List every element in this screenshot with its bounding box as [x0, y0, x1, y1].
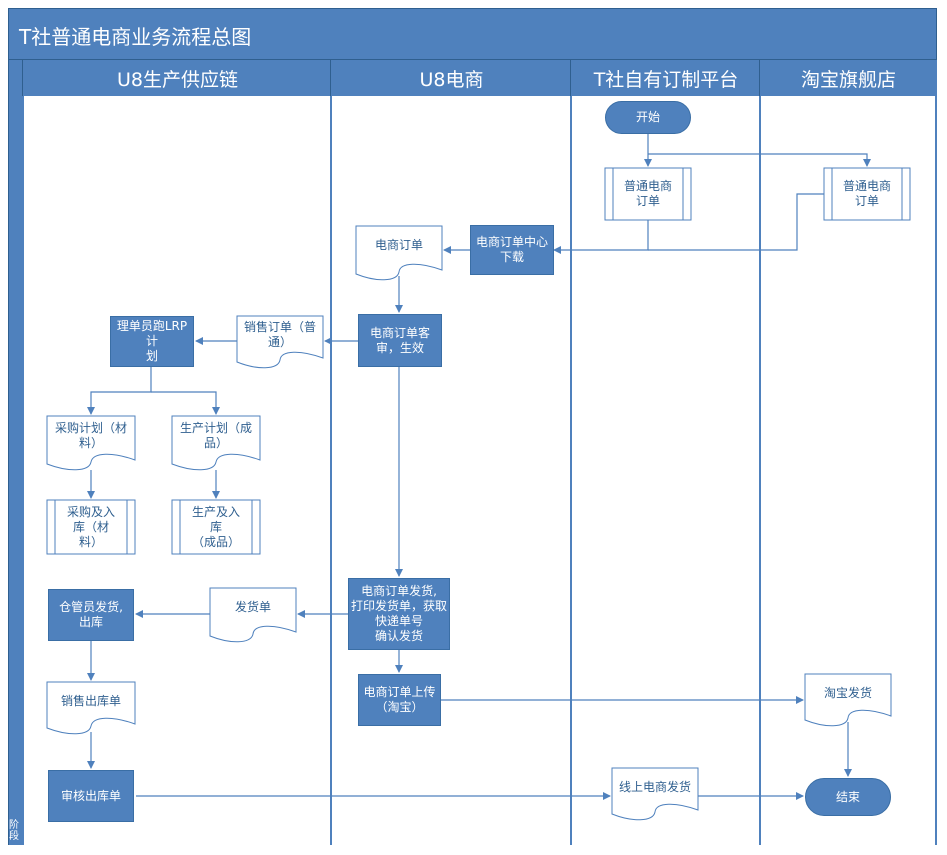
shape-purchase-plan-doc — [46, 415, 136, 471]
shape-sales-order-doc — [236, 315, 324, 369]
node-tb-order: 普通电商订单 — [842, 179, 891, 208]
lane-u8-ecommerce — [330, 96, 572, 845]
node-audit-out: 审核出库单 — [48, 770, 134, 822]
shape-ec-order-doc — [355, 225, 443, 281]
node-order-download: 电商订单中心下载 — [470, 225, 554, 275]
shape-tb-order — [823, 167, 911, 221]
node-order-upload: 电商订单上传（淘宝） — [358, 674, 441, 726]
shape-online-ship-doc — [611, 767, 699, 821]
node-warehouse-ship: 仓管员发货,出库 — [48, 589, 134, 641]
diagram-title: T社普通电商业务流程总图 — [19, 25, 252, 49]
lane-header-t-platform: T社自有订制平台 — [570, 60, 761, 96]
node-online-ship: 线上电商发货 — [618, 779, 691, 794]
node-production-plan: 生产计划（成品） — [179, 421, 252, 450]
title-bar: T社普通电商业务流程总图 — [8, 8, 937, 60]
edge-lrp-to-plans — [87, 367, 152, 415]
node-purchase-in: 采购及入库（材料） — [66, 504, 115, 549]
node-production-in: 生产及入库（成品） — [191, 504, 240, 549]
node-ship-doc: 发货单 — [234, 599, 271, 614]
lane-header-taobao: 淘宝旗舰店 — [759, 60, 937, 96]
node-taobao-ship: 淘宝发货 — [823, 685, 872, 700]
node-t-order: 普通电商订单 — [623, 179, 672, 208]
lane-taobao — [759, 96, 937, 845]
lane-t-platform — [570, 96, 761, 845]
shape-sales-out-doc — [46, 681, 136, 735]
node-ship-process: 电商订单发货,打印发货单，获取快递单号确认发货 — [348, 578, 450, 650]
phase-label: 阶段 — [9, 820, 19, 842]
edge-lrp-to-production-plan — [151, 391, 220, 415]
shape-production-plan-doc — [171, 415, 261, 471]
lane-header-u8-supply-chain: U8生产供应链 — [22, 60, 332, 96]
phase-side-bar — [8, 60, 22, 845]
lane-header-u8-ecommerce: U8电商 — [330, 60, 572, 96]
shape-taobao-ship-doc — [804, 673, 892, 727]
edge-t-order-to-download — [553, 220, 649, 254]
shape-purchase-in — [46, 499, 136, 555]
node-end: 结束 — [805, 778, 891, 816]
shape-ship-doc — [209, 587, 297, 643]
node-sales-out-doc: 销售出库单 — [60, 693, 121, 708]
node-ec-order-doc: 电商订单 — [374, 237, 423, 252]
node-lrp-plan: 理单员跑LRP计划 — [110, 316, 194, 367]
edge-start-to-tb-order — [648, 153, 871, 167]
shape-production-in — [171, 499, 261, 555]
node-start: 开始 — [605, 101, 691, 134]
edge-tb-order-to-download — [648, 193, 824, 251]
node-purchase-plan: 采购计划（材料） — [54, 421, 127, 450]
node-order-audit: 电商订单客审，生效 — [358, 314, 442, 367]
shape-t-order — [604, 167, 692, 221]
node-sales-order-doc: 销售订单（普通） — [243, 320, 316, 349]
